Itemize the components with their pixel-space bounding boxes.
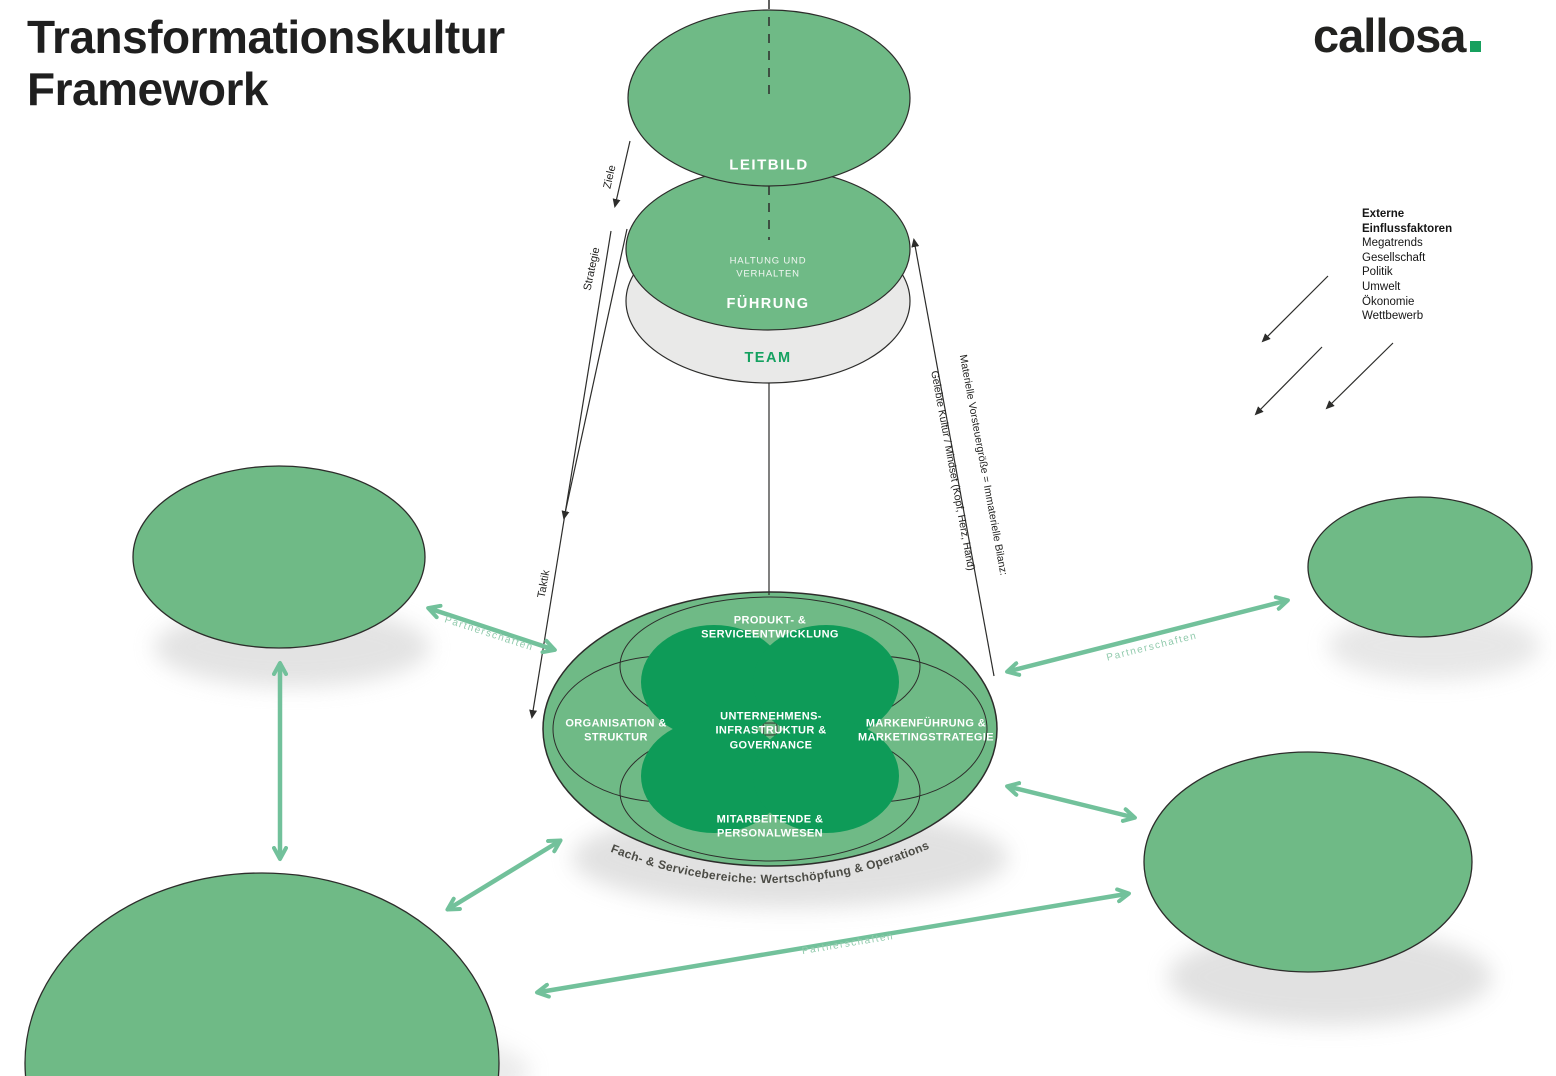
arrow-left-satellite-cluster [426,603,557,655]
leitbild-label: LEITBILD [729,156,809,174]
partnership-arrows [272,595,1290,999]
external-factor-arrow-2 [1254,346,1323,416]
fuehrung-label: FÜHRUNG [726,296,810,312]
ziele-arrow [612,140,631,208]
satellite-ellipse-top-right [1307,496,1533,638]
external-factor-arrow-1 [1261,275,1329,343]
external-factor-item: Ökonomie [1362,295,1415,308]
external-factors-list: Externe Einflussfaktoren Megatrends Gese… [1362,207,1452,324]
brand-logo: callosa [1313,8,1482,63]
cluster-label-organisation: ORGANISATION & STRUKTUR [565,717,667,744]
external-factor-item: Gesellschaft [1362,251,1426,264]
cluster-label-produkt: PRODUKT- & SERVICEENTWICKLUNG [701,614,839,641]
page-title: Transformationskultur Framework [27,11,505,115]
external-factor-item: Wettbewerb [1362,310,1424,323]
external-factor-item: Umwelt [1362,280,1401,293]
arrow-bottom-left-cluster [445,838,563,912]
cluster-label-unternehmens: UNTERNEHMENS- INFRASTRUKTUR & GOVERNANCE [715,710,827,752]
arrow-bottom-left-bottom-right [535,887,1131,999]
haltung-verhalten-label: HALTUNG UND VERHALTEN [729,255,807,280]
culture-feedback-arrow [911,238,995,677]
cluster-label-mitarbeitende: MITARBEITENDE & PERSONALWESEN [716,813,824,840]
logo-dot [1470,41,1482,52]
cluster-ellipse-group [542,591,998,867]
external-factor-item: Politik [1362,266,1393,279]
arrow-cluster-bottom-right [1005,781,1137,823]
external-factor-arrow-3 [1325,342,1394,410]
clover-flower-shape [641,625,899,833]
external-factor-item: Megatrends [1362,237,1423,250]
strategie-arrow [561,228,628,520]
arrow-cluster-top-right [1005,595,1290,677]
cluster-sub-ellipse-bottom [619,722,921,862]
satellite-ellipse-bottom-left [24,872,500,1076]
cluster-sub-ellipse-top [619,596,921,736]
satellite-ellipse-bottom-right [1143,751,1473,973]
brand-logo-text: callosa [1313,9,1466,62]
team-label: TEAM [744,350,792,366]
cluster-label-marken: MARKENFÜHRUNG & MARKETINGSTRATEGIE [858,717,994,744]
external-factors-heading: Externe Einflussfaktoren [1362,208,1453,235]
satellite-ellipse-left [132,465,426,649]
